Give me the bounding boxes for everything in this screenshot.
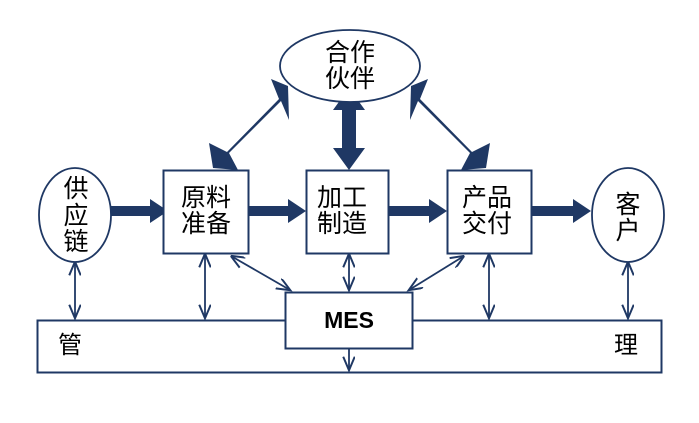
node-product-delivery [446, 169, 533, 255]
node-partner [279, 29, 421, 103]
node-manufacturing [305, 169, 390, 255]
connector-supply-to-prep [108, 199, 168, 223]
connector-prep-to-mes [231, 256, 290, 290]
node-customer [591, 167, 665, 263]
node-supply-chain [38, 167, 112, 263]
mes-box [284, 291, 414, 350]
connector-manufacturing-to-delivery [389, 199, 447, 223]
connector-delivery-to-mes [409, 256, 464, 290]
connector-prep-to-partner [209, 79, 289, 170]
connector-manufacturing-to-partner [333, 88, 365, 170]
connector-prep-to-manufacturing [248, 199, 306, 223]
connector-delivery-to-customer [531, 199, 591, 223]
connector-delivery-to-partner [410, 79, 490, 170]
node-material-prep [162, 169, 250, 255]
